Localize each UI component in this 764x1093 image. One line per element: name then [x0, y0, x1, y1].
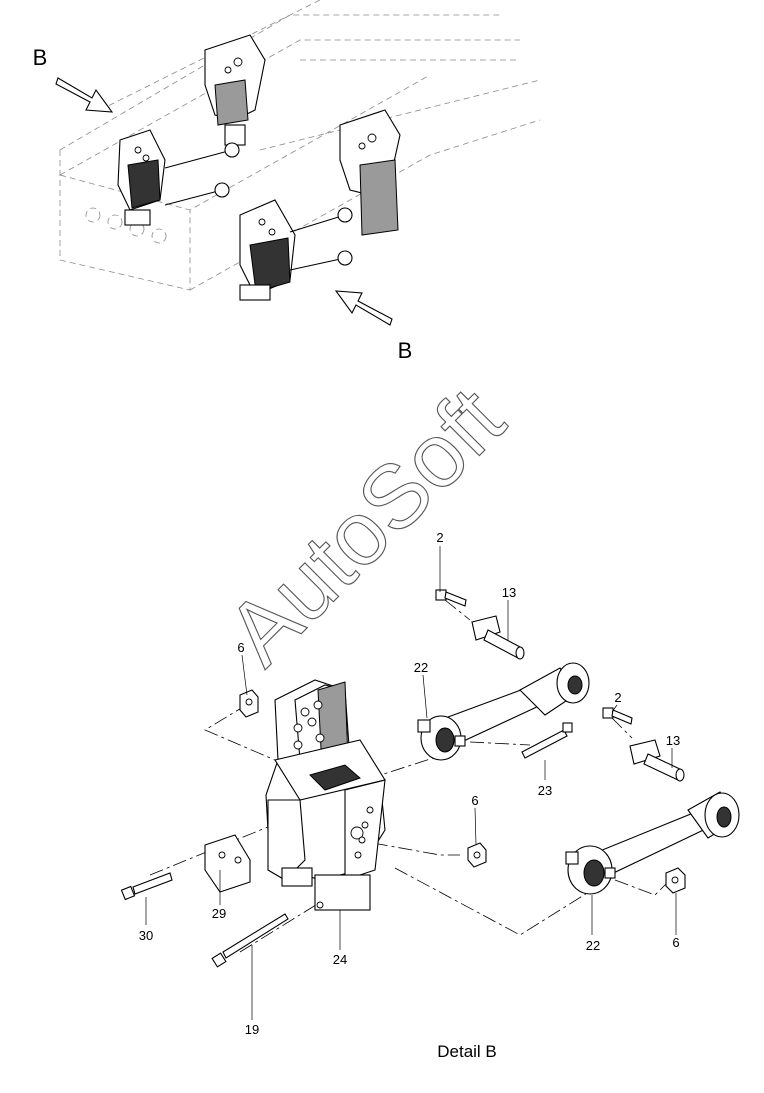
part-30-bolt	[120, 872, 173, 901]
view-arrow-top	[55, 77, 114, 113]
callout-6-center: 6	[471, 793, 478, 808]
part-19-bolt	[211, 913, 289, 968]
view-marker-bottom: B	[398, 338, 413, 363]
callout-24: 24	[333, 952, 347, 967]
callout-13-upper: 13	[502, 585, 516, 600]
callout-19: 19	[245, 1022, 259, 1037]
exploded-detail-b: 2 13 6 22 2 13 23 6 30 29 24 19 22 6	[120, 530, 740, 1037]
part-22-torque-rod-upper	[417, 662, 590, 761]
detail-caption: Detail B	[437, 1042, 497, 1061]
callout-29: 29	[212, 906, 226, 921]
callout-6-left: 6	[237, 640, 244, 655]
part-6-nut-left	[239, 689, 259, 718]
overview-assembly: B B	[33, 0, 541, 363]
view-marker-top: B	[33, 45, 48, 70]
hanger-bracket-rear	[117, 129, 166, 226]
hanger-bracket-front	[239, 199, 296, 301]
part-2-bolt-lower	[602, 707, 633, 725]
air-spring-bracket-left	[204, 34, 266, 146]
chassis-frame-outline	[59, 0, 541, 291]
assembly-centerlines	[149, 599, 671, 953]
part-13-pin-upper	[471, 615, 525, 660]
callout-30: 30	[139, 928, 153, 943]
callout-22-lower: 22	[586, 938, 600, 953]
part-6-nut-right	[665, 867, 686, 894]
callout-13-lower: 13	[666, 733, 680, 748]
part-2-bolt-upper	[435, 589, 467, 607]
callout-6-right: 6	[672, 935, 679, 950]
callout-2-lower: 2	[614, 690, 621, 705]
callout-23: 23	[538, 783, 552, 798]
air-spring-bracket-right	[339, 109, 401, 236]
leader-lines	[145, 546, 677, 1020]
part-13-pin-lower	[629, 739, 685, 782]
view-arrow-bottom	[334, 290, 393, 326]
part-29-plate	[204, 834, 251, 893]
overview-torque-rods	[164, 142, 353, 271]
part-22-torque-rod-lower	[565, 791, 740, 895]
part-23-bolt	[521, 722, 573, 759]
callout-2-upper: 2	[436, 530, 443, 545]
part-6-nut-center	[467, 842, 487, 868]
callout-22-upper: 22	[414, 660, 428, 675]
part-24-hanger-bracket	[265, 679, 386, 911]
